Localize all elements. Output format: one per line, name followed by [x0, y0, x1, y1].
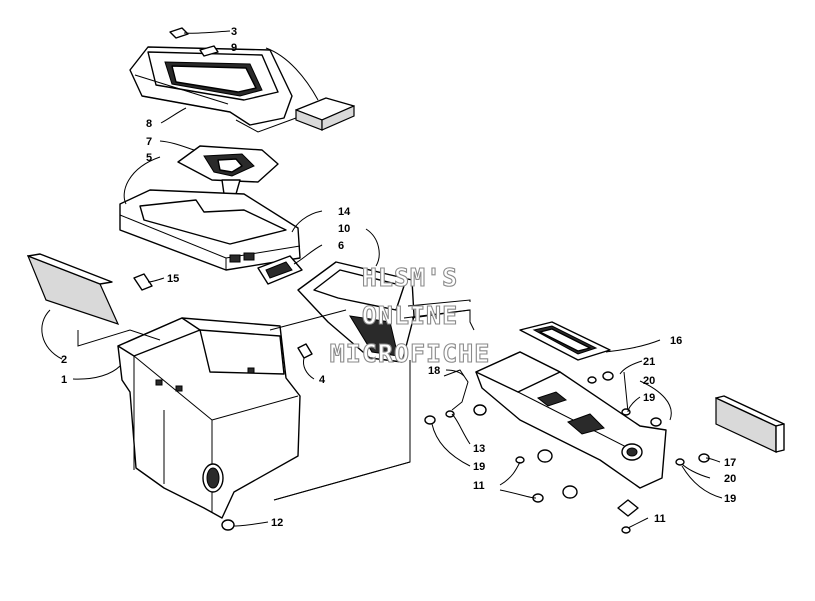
callout-labels: 3 9 8 7 5 14 10 6 15 2 1 4 12 16 21 18 2…: [61, 26, 736, 529]
watermark-line-1: HLSM'S: [362, 263, 458, 292]
part-9-filter: [295, 97, 355, 131]
callout-20-lower: 20: [724, 473, 736, 485]
callout-17: 17: [724, 457, 736, 469]
callout-21: 21: [643, 356, 655, 368]
part-18-rail: [475, 351, 667, 489]
callout-20-upper: 20: [643, 375, 655, 387]
fasteners: [424, 371, 710, 534]
callout-11-left: 11: [473, 480, 485, 492]
callout-2: 2: [61, 354, 67, 366]
callout-11-lower: 11: [654, 513, 666, 525]
callout-1: 1: [61, 374, 67, 386]
watermark-line-2: ONLINE: [362, 301, 458, 330]
callout-8: 8: [146, 118, 152, 130]
callout-4: 4: [319, 374, 326, 386]
leader-lines: [41, 30, 723, 529]
callout-15: 15: [167, 273, 179, 285]
callout-19-upper: 19: [643, 392, 655, 404]
part-2-foam-pad: [26, 253, 120, 326]
callout-10: 10: [338, 223, 350, 235]
callout-7: 7: [146, 136, 152, 148]
part-7-holder: [177, 145, 279, 195]
part-16-gasket: [519, 321, 611, 361]
part-6-boot: [257, 255, 303, 285]
watermark-line-3: MICROFICHE: [330, 339, 491, 368]
watermark: HLSM'S ONLINE MICROFICHE: [329, 262, 491, 368]
part-15-fitting: [133, 273, 153, 291]
part-1-lower-box: [117, 317, 301, 519]
part-5-upper-box: [119, 189, 301, 271]
callout-14: 14: [338, 206, 351, 218]
callout-18: 18: [428, 365, 440, 377]
callout-16: 16: [670, 335, 682, 347]
callout-19-lower: 19: [724, 493, 736, 505]
callout-12: 12: [271, 517, 283, 529]
part-10-duct: [297, 261, 415, 363]
part-8-lid: [129, 45, 293, 126]
part-4-fitting: [297, 343, 313, 359]
part-12-plug: [221, 519, 235, 531]
assembly-lines: [77, 117, 475, 501]
part-17-foam-pad: [715, 395, 785, 453]
callout-9: 9: [231, 42, 237, 54]
callout-13: 13: [473, 443, 485, 455]
callout-19-left: 19: [473, 461, 485, 473]
callout-3: 3: [231, 26, 237, 38]
part-13-wire: [443, 369, 469, 411]
part-3-clip: [169, 27, 189, 39]
callout-6: 6: [338, 240, 344, 252]
callout-5: 5: [146, 152, 152, 164]
